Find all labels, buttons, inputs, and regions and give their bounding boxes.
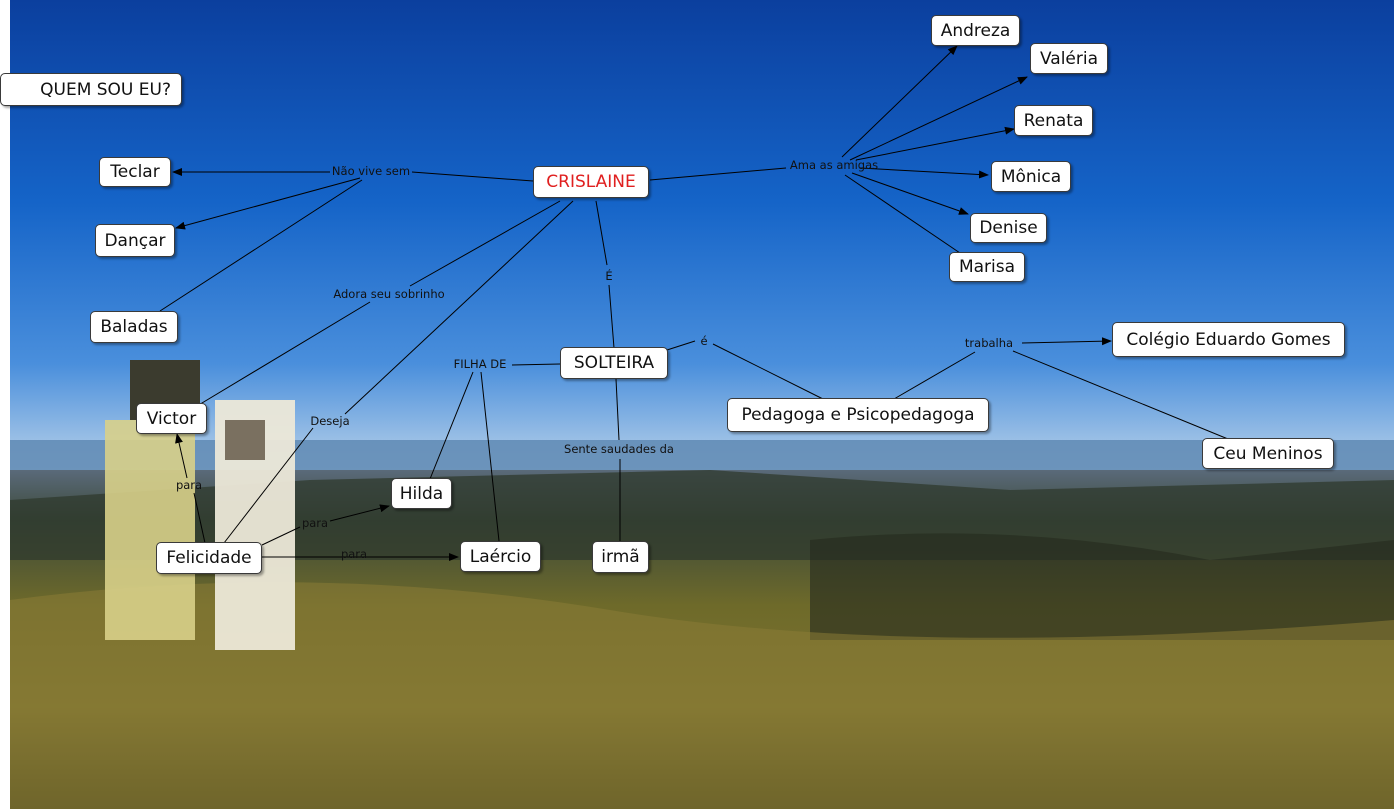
link-label-para-victor: para [176,478,202,492]
concept-valeria[interactable]: Valéria [1030,43,1108,74]
concept-pedagoga[interactable]: Pedagoga e Psicopedagoga [727,398,989,432]
link-label-ama-as-amigas: Ama as amigas [790,158,878,172]
link-label-e-lower: é [700,334,707,348]
link-label-filha-de: FILHA DE [454,357,507,371]
link-label-e-upper: É [605,269,612,283]
link-label-adora-seu-sobrinho: Adora seu sobrinho [333,287,444,301]
link-label-sente-saudades-da: Sente saudades da [564,442,674,456]
concept-solteira[interactable]: SOLTEIRA [560,347,668,379]
concept-andreza[interactable]: Andreza [931,15,1020,46]
concept-laercio[interactable]: Laércio [460,541,541,572]
concept-renata[interactable]: Renata [1014,105,1093,136]
concept-ceu-meninos[interactable]: Ceu Meninos [1202,438,1334,469]
concept-colegio[interactable]: Colégio Eduardo Gomes [1112,322,1345,357]
concept-dancar[interactable]: Dançar [95,224,175,257]
concept-baladas[interactable]: Baladas [90,311,178,343]
concept-hilda[interactable]: Hilda [391,478,452,509]
concept-teclar[interactable]: Teclar [99,157,171,187]
concept-monica[interactable]: Mônica [991,161,1071,192]
link-label-para-laercio: para [341,547,367,561]
concept-victor[interactable]: Victor [136,403,207,434]
concept-felicidade[interactable]: Felicidade [156,542,262,574]
link-label-trabalha: trabalha [965,336,1013,350]
concept-marisa[interactable]: Marisa [949,252,1025,282]
concept-crislaine[interactable]: CRISLAINE [533,166,649,198]
page-title: QUEM SOU EU? [0,73,182,106]
link-label-para-hilda: para [302,516,328,530]
concept-irma[interactable]: irmã [592,541,649,573]
link-label-deseja: Deseja [310,414,349,428]
concept-denise[interactable]: Denise [970,213,1047,243]
link-label-nao-vive-sem: Não vive sem [332,164,410,178]
